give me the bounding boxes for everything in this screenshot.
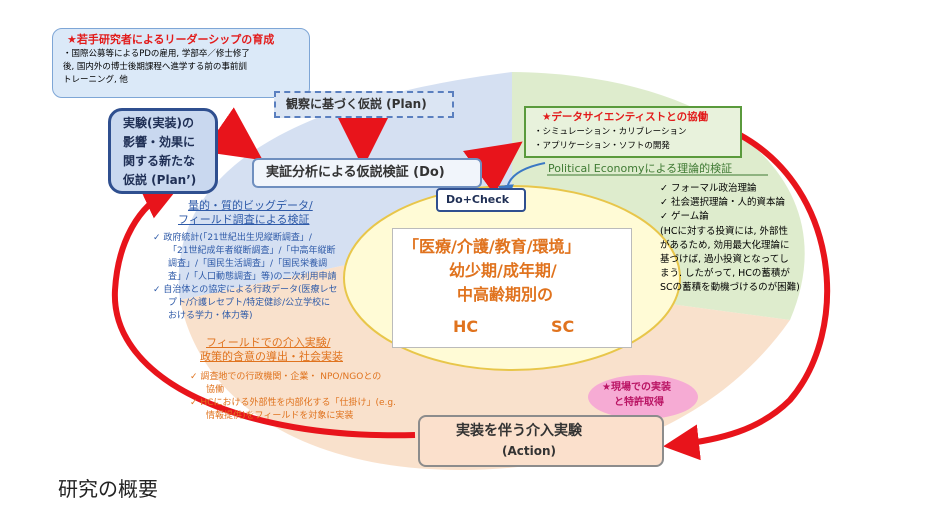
center-line-2: 幼少期/成年期/ [449,261,557,280]
leadership-line-3: トレーニング, 他 [63,75,128,85]
political-note-4: まう. したがって, HCの蓄積が [660,268,790,279]
plan-prime-box: 実験(実装)の 影響・効果に 関する新たな 仮説 (Plan’) [108,108,218,194]
center-hc: HC [453,317,479,336]
political-title: Political Economyによる理論的検証 [548,162,733,175]
leadership-box: ★若手研究者によるリーダーシップの育成 ・国際公募等によるPDの雇用, 学部卒／… [52,28,310,98]
political-note-3: 基づけば, 過小投資となってし [660,254,789,265]
political-item-1: ✓ フォーマル政治理論 [660,183,757,194]
field-line-4: 情報提供)をフィールドを対象に実装 [206,411,354,421]
political-item-3: ✓ ゲーム論 [660,211,709,222]
center-sc: SC [551,317,575,336]
bigdata-line-6: プト/介護レセプト/特定健診/公立学校に [168,298,331,308]
bigdata-line-5: ✓ 自治体との協定による行政データ(医療レセ [153,285,338,295]
bigdata-title-1: 量的・質的ビッグデータ/ [188,199,313,212]
do-box: 実証分析による仮説検証 (Do) [252,158,482,188]
plan-box: 観察に基づく仮説 (Plan) [274,91,454,118]
cycle-arrow-right [663,132,831,461]
caption: 研究の概要 [58,477,158,501]
patent-line-1: ★現場での実装 [602,382,671,393]
bigdata-line-1: ✓ 政府統計(「21世紀出生児縦断調査」/ [153,233,312,243]
data-scientist-box: ★データサイエンティストとの協働 ・シミュレーション・カリブレーション ・アプリ… [524,106,742,158]
political-note-5: SCの蓄積を動機づけるのが困難) [660,282,800,293]
plan-prime-line-4: 仮説 (Plan’) [123,173,197,187]
plan-prime-line-3: 関する新たな [123,154,196,168]
arrow-do-to-datasci [463,141,523,195]
plan-prime-line-2: 影響・効果に [123,135,196,149]
data-scientist-line-1: ・シミュレーション・カリブレーション [534,127,687,137]
political-item-2: ✓ 社会選択理論・人的資本論 [660,197,785,208]
docheck-label: Do+Check [446,193,510,206]
patent-bubble: ★現場での実装 と特許取得 [588,375,698,419]
arrow-planprime-to-do [203,107,263,161]
plan-prime-line-1: 実験(実装)の [123,116,194,130]
plan-label: 観察に基づく仮説 (Plan) [286,97,427,111]
bigdata-line-7: おける学力・体力等) [168,311,253,321]
field-line-3: ✓ HCにおける外部性を内部化する「仕掛け」(e.g. [190,398,396,408]
cycle-arrow-left [111,185,416,439]
leadership-line-2: 後, 国内外の博士後期課程へ進学する前の事前訓 [63,62,247,72]
bigdata-title-2: フィールド調査による検証 [178,213,310,226]
center-box: 「医療/介護/教育/環境」 幼少期/成年期/ 中高齢期別の HC SC [392,228,632,348]
data-scientist-line-2: ・アプリケーション・ソフトの開発 [534,141,670,151]
patent-line-2: と特許取得 [614,397,664,408]
action-line-2: (Action) [502,444,557,458]
political-note-1: (HCに対する投資には, 外部性 [660,226,789,237]
leadership-line-1: ・国際公募等によるPDの雇用, 学部卒／修士修了 [63,49,250,59]
field-line-1: ✓ 調査地での行政機関・企業・ NPO/NGOとの [190,372,382,382]
political-note-2: があるため, 効用最大化理論に [660,240,790,251]
docheck-box: Do+Check [436,188,526,212]
bigdata-line-4: 査」/「人口動態調査」等)の二次利用申請 [168,272,337,282]
action-line-1: 実装を伴う介入実験 [456,423,582,439]
bigdata-line-3: 調査」/「国民生活調査」/「国民栄養調 [168,259,328,269]
do-label: 実証分析による仮説検証 (Do) [266,165,445,180]
field-title-2: 政策的含意の導出・社会実装 [200,350,343,363]
action-box: 実装を伴う介入実験 (Action) [418,415,664,467]
center-line-3: 中高齢期別の [457,285,554,304]
field-title-1: フィールドでの介入実験/ [206,336,331,349]
data-scientist-title: ★データサイエンティストとの協働 [542,111,709,123]
center-line-1: 「医療/介護/教育/環境」 [403,237,581,256]
leadership-title: ★若手研究者によるリーダーシップの育成 [67,33,275,46]
bigdata-line-2: 「21世紀成年者縦断調査」/「中高年縦断 [168,246,336,256]
field-line-2: 協働 [206,385,225,395]
